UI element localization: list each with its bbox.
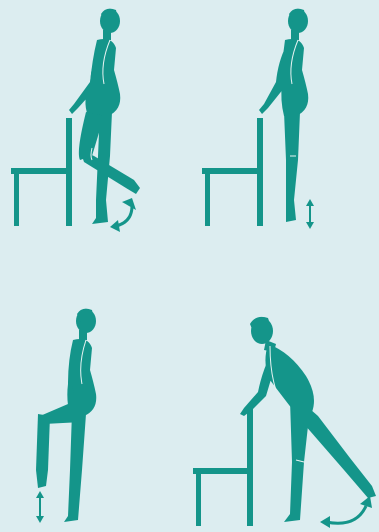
background (0, 0, 379, 532)
exercise-diagram (0, 0, 379, 532)
exercise-illustration (0, 0, 379, 532)
